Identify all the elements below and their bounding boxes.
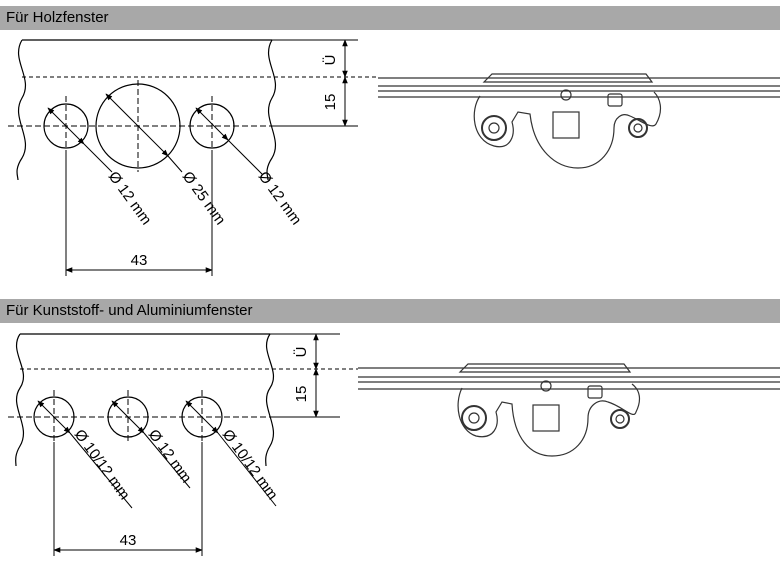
overhang-label: Ü <box>321 55 339 66</box>
hole-label-center-2: Ø 12 mm <box>145 426 195 486</box>
profile-outline-plastic <box>15 333 275 467</box>
fitting-plastic <box>358 363 780 457</box>
hole-left <box>43 103 89 149</box>
hole-label-left-2: Ø 10/12 mm <box>71 426 133 503</box>
drilling-template-wood <box>8 39 378 276</box>
offset-label-2: 15 <box>293 386 310 403</box>
hole-label-center: Ø 25 mm <box>179 168 229 228</box>
hole-label-right-2: Ø 10/12 mm <box>219 426 281 503</box>
overhang-label-2: Ü <box>292 347 310 358</box>
offset-label: 15 <box>322 94 339 111</box>
section-header-plastic-aluminium: Für Kunststoff- und Aluminiumfenster <box>0 299 780 323</box>
hole-right <box>189 103 235 149</box>
hole-label-right: Ø 12 mm <box>255 168 305 228</box>
drilling-template-plastic <box>8 333 358 556</box>
profile-outline-wood <box>16 39 277 181</box>
fitting-wood <box>378 73 780 169</box>
hole-label-left: Ø 12 mm <box>105 168 155 228</box>
spacing-label: 43 <box>131 252 148 269</box>
section-header-wood: Für Holzfenster <box>0 6 780 30</box>
spacing-label-2: 43 <box>120 532 137 549</box>
